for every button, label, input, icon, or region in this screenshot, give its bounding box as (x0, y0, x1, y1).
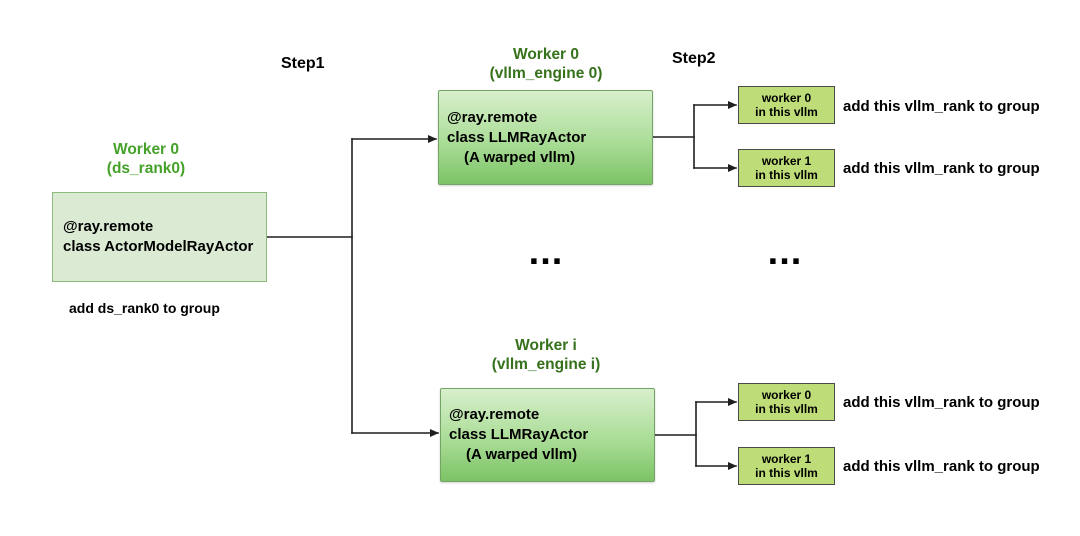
worker-box-line1: worker 0 (761, 387, 812, 402)
engine-0-box: @ray.remote class LLMRayActor (A warped … (438, 90, 653, 185)
engine-0-heading: Worker 0 (vllm_engine 0) (446, 45, 646, 83)
actor-model-box: @ray.remote class ActorModelRayActor (52, 192, 267, 282)
actor-heading-line2: (ds_rank0) (106, 160, 186, 177)
worker-box-line1: worker 1 (761, 153, 812, 168)
engine-i-heading-line2: (vllm_engine i) (491, 356, 601, 373)
step1-label: Step1 (281, 55, 325, 72)
engine-0-box-line1: @ray.remote (447, 108, 538, 126)
worker-box-line2: in this vllm (755, 105, 818, 119)
actor-box-line1: @ray.remote (63, 218, 154, 235)
engine-0-worker-1-box: worker 1 in this vllm (738, 149, 835, 187)
engine-i-box-line3: (A warped vllm) (466, 446, 578, 463)
engines-ellipsis: ... (528, 231, 564, 273)
engine-i-worker-1-box: worker 1 in this vllm (738, 447, 835, 485)
engine-i-worker-0-caption: add this vllm_rank to group (843, 394, 1040, 411)
engine-i-box-line2: class LLMRayActor (449, 426, 589, 443)
worker-box-line2: in this vllm (755, 168, 818, 182)
engine-0-worker-1-caption: add this vllm_rank to group (843, 160, 1040, 177)
engine-0-worker-0-caption: add this vllm_rank to group (843, 98, 1040, 115)
engine-i-worker-1-caption: add this vllm_rank to group (843, 458, 1040, 475)
engine-i-box: @ray.remote class LLMRayActor (A warped … (440, 388, 655, 482)
engine-0-box-line3: (A warped vllm) (464, 148, 576, 166)
actor-caption: add ds_rank0 to group (69, 300, 220, 316)
engine-i-heading-line1: Worker i (515, 337, 577, 354)
engine-0-box-line2: class LLMRayActor (447, 128, 587, 146)
actor-heading-line1: Worker 0 (112, 141, 180, 158)
actor-box-line2: class ActorModelRayActor (63, 238, 254, 255)
worker-box-line1: worker 1 (761, 451, 812, 466)
engine-0-heading-line2: (vllm_engine 0) (489, 65, 603, 82)
actor-heading: Worker 0 (ds_rank0) (46, 140, 246, 178)
worker-box-line2: in this vllm (755, 466, 818, 480)
engine-i-worker-0-box: worker 0 in this vllm (738, 383, 835, 421)
step2-label: Step2 (672, 50, 716, 67)
engine-i-heading: Worker i (vllm_engine i) (446, 336, 646, 374)
engine-0-heading-line1: Worker 0 (512, 46, 580, 63)
worker-box-line1: worker 0 (761, 90, 812, 105)
worker-box-line2: in this vllm (755, 402, 818, 416)
workers-ellipsis: ... (767, 231, 803, 273)
engine-i-box-line1: @ray.remote (449, 406, 540, 423)
engine-0-worker-0-box: worker 0 in this vllm (738, 86, 835, 124)
